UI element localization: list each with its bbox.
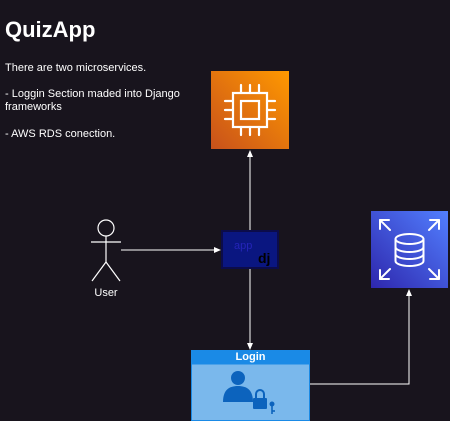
login-node-title: Login (235, 351, 266, 363)
rds-database-icon (379, 219, 440, 280)
page-title: QuizApp (5, 17, 96, 42)
user-actor[interactable] (91, 219, 121, 282)
edge-login-to-rds (309, 289, 412, 385)
description-rds: - AWS RDS conection. (5, 128, 116, 140)
ec2-chip-icon (223, 83, 277, 137)
description-intro: There are two microservices. (5, 62, 147, 74)
ec2-node[interactable] (211, 71, 289, 149)
description-login: - Loggin Section maded into Django frame… (5, 88, 180, 113)
edge-app-to-login (247, 269, 253, 350)
edge-app-to-ec2 (247, 150, 253, 230)
django-icon: dj (258, 250, 271, 266)
rds-node[interactable] (371, 211, 448, 288)
login-node[interactable] (191, 350, 310, 421)
user-label: User (94, 287, 118, 299)
django-app-label: app (234, 240, 253, 252)
edge-user-to-app (121, 247, 221, 253)
user-lock-icon (223, 371, 275, 414)
person-icon (91, 219, 121, 282)
django-app-node[interactable] (221, 230, 279, 269)
